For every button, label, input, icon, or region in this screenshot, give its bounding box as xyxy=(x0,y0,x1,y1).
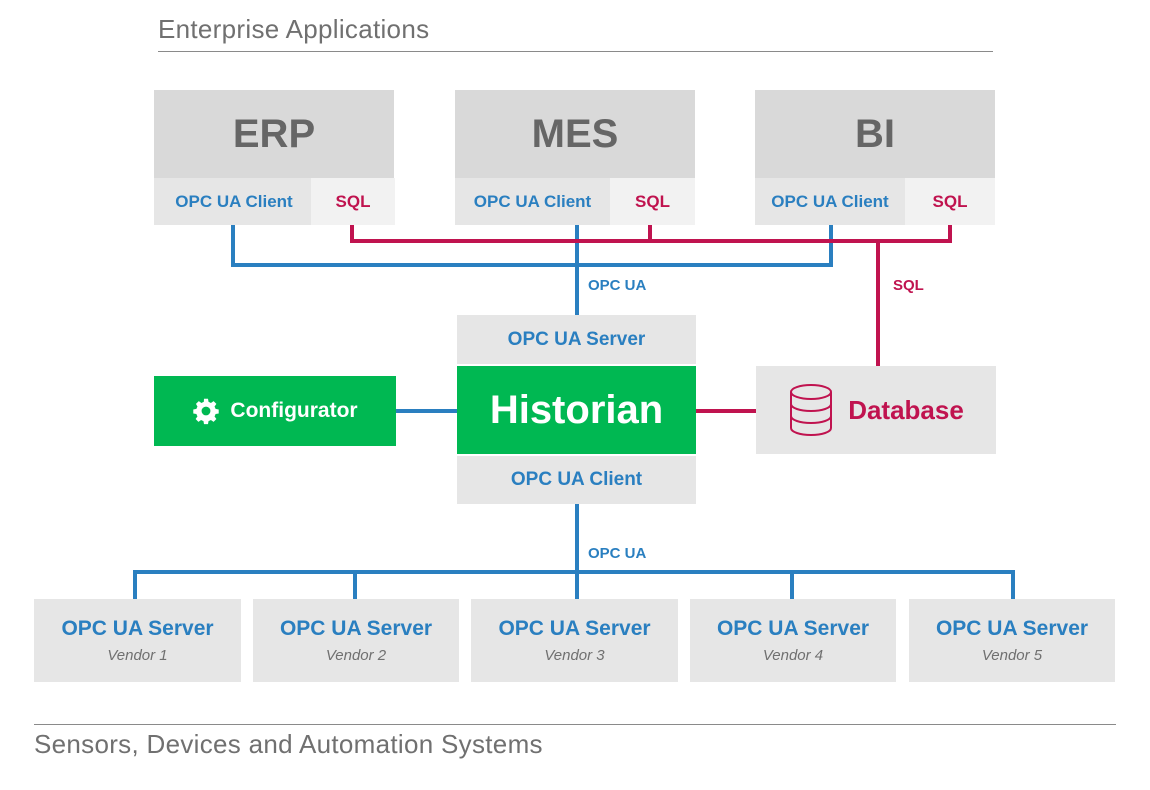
app-erp-opc-client: OPC UA Client xyxy=(154,178,314,225)
configurator-label: Configurator xyxy=(230,399,358,422)
app-bi-sql: SQL xyxy=(905,178,995,225)
vendor-server-title: OPC UA Server xyxy=(498,617,651,640)
vendor-server-3[interactable]: OPC UA Server Vendor 3 xyxy=(471,599,678,682)
database-label: Database xyxy=(848,394,964,425)
sensors-devices-title: Sensors, Devices and Automation Systems xyxy=(34,729,543,759)
app-erp-sql: SQL xyxy=(311,178,395,225)
sql-to-database-link xyxy=(876,239,880,366)
historian-down-link xyxy=(575,504,579,599)
database-icon xyxy=(788,383,834,437)
sql-label: SQL xyxy=(893,277,924,294)
app-bi-title: BI xyxy=(755,90,995,178)
bi-sql-link xyxy=(948,225,952,243)
vendor-name: Vendor 3 xyxy=(544,647,605,664)
vendor-server-2[interactable]: OPC UA Server Vendor 2 xyxy=(253,599,459,682)
vendor-name: Vendor 2 xyxy=(325,647,387,664)
database-link xyxy=(696,409,756,413)
top-divider xyxy=(158,51,993,52)
mes-opc-link xyxy=(575,225,579,315)
vendor-server-5[interactable]: OPC UA Server Vendor 5 xyxy=(909,599,1115,682)
vendor-name: Vendor 5 xyxy=(981,647,1043,664)
lower-opc-ua-label: OPC UA xyxy=(588,545,647,562)
app-bi-opc-client: OPC UA Client xyxy=(755,178,905,225)
sql-bus-top xyxy=(350,239,952,243)
erp-sql-link xyxy=(350,225,354,243)
opc-bus-top xyxy=(231,263,833,267)
vendor-4-link xyxy=(790,570,794,599)
erp-opc-link xyxy=(231,225,235,267)
historian-opc-server: OPC UA Server xyxy=(457,315,696,364)
configurator-box[interactable]: Configurator xyxy=(154,376,396,446)
bottom-divider xyxy=(34,724,1116,725)
vendor-name: Vendor 4 xyxy=(762,647,824,664)
gear-icon xyxy=(192,397,220,425)
opc-bus-bottom xyxy=(133,570,1015,574)
vendor-server-title: OPC UA Server xyxy=(716,617,870,640)
app-erp-title: ERP xyxy=(154,90,394,178)
vendor-server-4[interactable]: OPC UA Server Vendor 4 xyxy=(690,599,896,682)
vendor-server-title: OPC UA Server xyxy=(279,617,433,640)
vendor-server-title: OPC UA Server xyxy=(935,617,1089,640)
upper-opc-ua-label: OPC UA xyxy=(588,277,647,294)
enterprise-applications-title: Enterprise Applications xyxy=(158,14,430,44)
historian-box[interactable]: Historian xyxy=(457,366,696,454)
app-mes-opc-client: OPC UA Client xyxy=(455,178,610,225)
vendor-2-link xyxy=(353,570,357,599)
app-mes-title: MES xyxy=(455,90,695,178)
vendor-server-title: OPC UA Server xyxy=(61,617,214,640)
configurator-link xyxy=(396,409,457,413)
vendor-server-1[interactable]: OPC UA Server Vendor 1 xyxy=(34,599,241,682)
mes-sql-link xyxy=(648,225,652,243)
app-mes-sql: SQL xyxy=(610,178,695,225)
historian-opc-client: OPC UA Client xyxy=(457,456,696,504)
vendor-name: Vendor 1 xyxy=(107,647,168,664)
bi-opc-link xyxy=(829,225,833,267)
vendor-5-link xyxy=(1011,570,1015,599)
database-box[interactable]: Database xyxy=(756,366,996,454)
vendor-1-link xyxy=(133,570,137,599)
